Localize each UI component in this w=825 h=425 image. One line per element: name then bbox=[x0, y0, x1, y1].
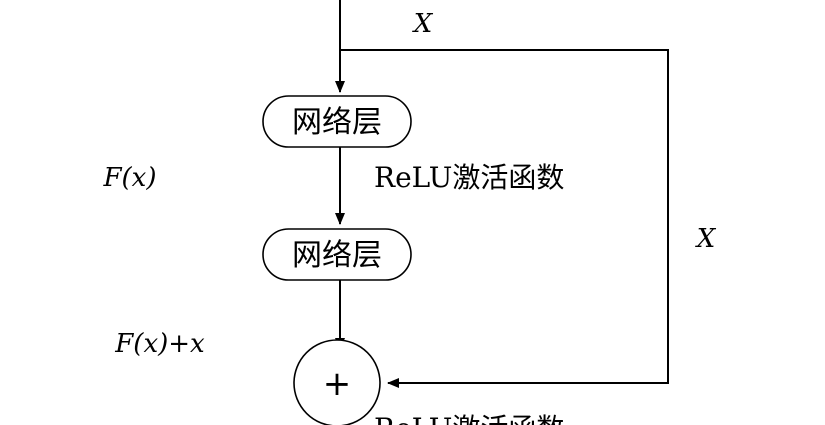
relu-activation-label: ReLU激活函数 bbox=[374, 161, 564, 194]
plus-symbol: + bbox=[323, 364, 352, 404]
sum-label: F(x)+x bbox=[114, 329, 205, 359]
network-layer-2-label: 网络层 bbox=[292, 238, 382, 273]
skip-connection-line bbox=[340, 49, 669, 388]
network-layer-1-node bbox=[262, 95, 412, 148]
top-input-label: X bbox=[412, 9, 434, 39]
skip-label: X bbox=[695, 224, 717, 254]
network-layer-1-label: 网络层 bbox=[292, 105, 382, 140]
sum-node bbox=[293, 339, 381, 425]
network-layer-2-node bbox=[262, 228, 412, 281]
bottom-relu-activation-label: ReLU激活函数 bbox=[374, 412, 564, 425]
residual-function-label: F(x) bbox=[103, 163, 157, 193]
